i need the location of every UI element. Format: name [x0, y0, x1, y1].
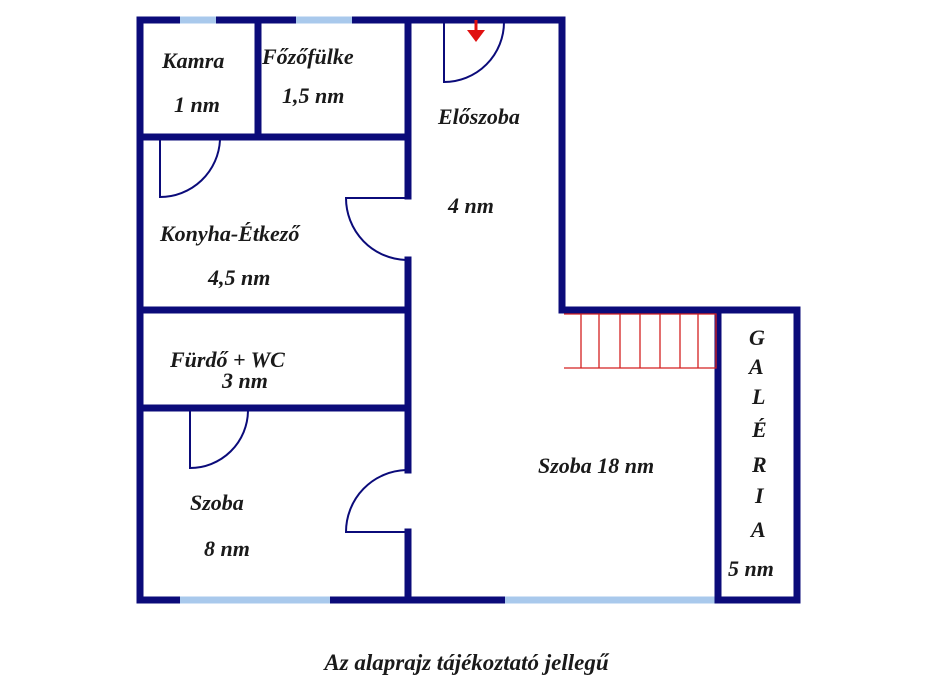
- room-name-galeria: G A L É R I A: [747, 325, 767, 542]
- room-area-fozofulke: 1,5 nm: [282, 83, 344, 108]
- floor-plan: Kamra 1 nm Főzőfülke 1,5 nm Előszoba 4 n…: [136, 16, 801, 604]
- room-name-furdo: Fürdő + WC: [169, 347, 285, 372]
- door-entrance: [443, 21, 505, 84]
- door-konyha: [344, 197, 407, 261]
- interior-walls: [136, 16, 722, 604]
- galeria-letter: G: [749, 325, 765, 350]
- galeria-letter: A: [747, 354, 764, 379]
- room-area-konyha: 4,5 nm: [207, 265, 270, 290]
- room-name-szoba-small: Szoba: [190, 490, 244, 515]
- room-area-eloszoba: 4 nm: [447, 193, 494, 218]
- room-area-furdo: 3 nm: [221, 368, 268, 393]
- galeria-letter: I: [754, 483, 765, 508]
- door-szoba: [344, 469, 407, 533]
- windows: [180, 16, 715, 604]
- room-label-szoba-large: Szoba 18 nm: [538, 453, 654, 478]
- room-area-szoba-small: 8 nm: [204, 536, 250, 561]
- galeria-letter: L: [751, 384, 765, 409]
- galeria-letter: É: [751, 417, 767, 442]
- room-name-fozofulke: Főzőfülke: [261, 44, 354, 69]
- room-name-eloszoba: Előszoba: [437, 104, 520, 129]
- room-area-galeria: 5 nm: [728, 556, 774, 581]
- galeria-letter: A: [749, 517, 766, 542]
- room-name-kamra: Kamra: [161, 48, 224, 73]
- door-furdo: [189, 410, 249, 470]
- entrance-arrow-icon: [467, 20, 485, 42]
- door-kamra: [159, 139, 221, 199]
- doors: [159, 21, 505, 533]
- outer-walls: [136, 16, 801, 604]
- stairs: [564, 313, 717, 369]
- galeria-letter: R: [751, 452, 767, 477]
- room-name-konyha: Konyha-Étkező: [159, 221, 301, 246]
- room-area-kamra: 1 nm: [174, 92, 220, 117]
- plan-caption: Az alaprajz tájékoztató jellegű: [324, 650, 609, 675]
